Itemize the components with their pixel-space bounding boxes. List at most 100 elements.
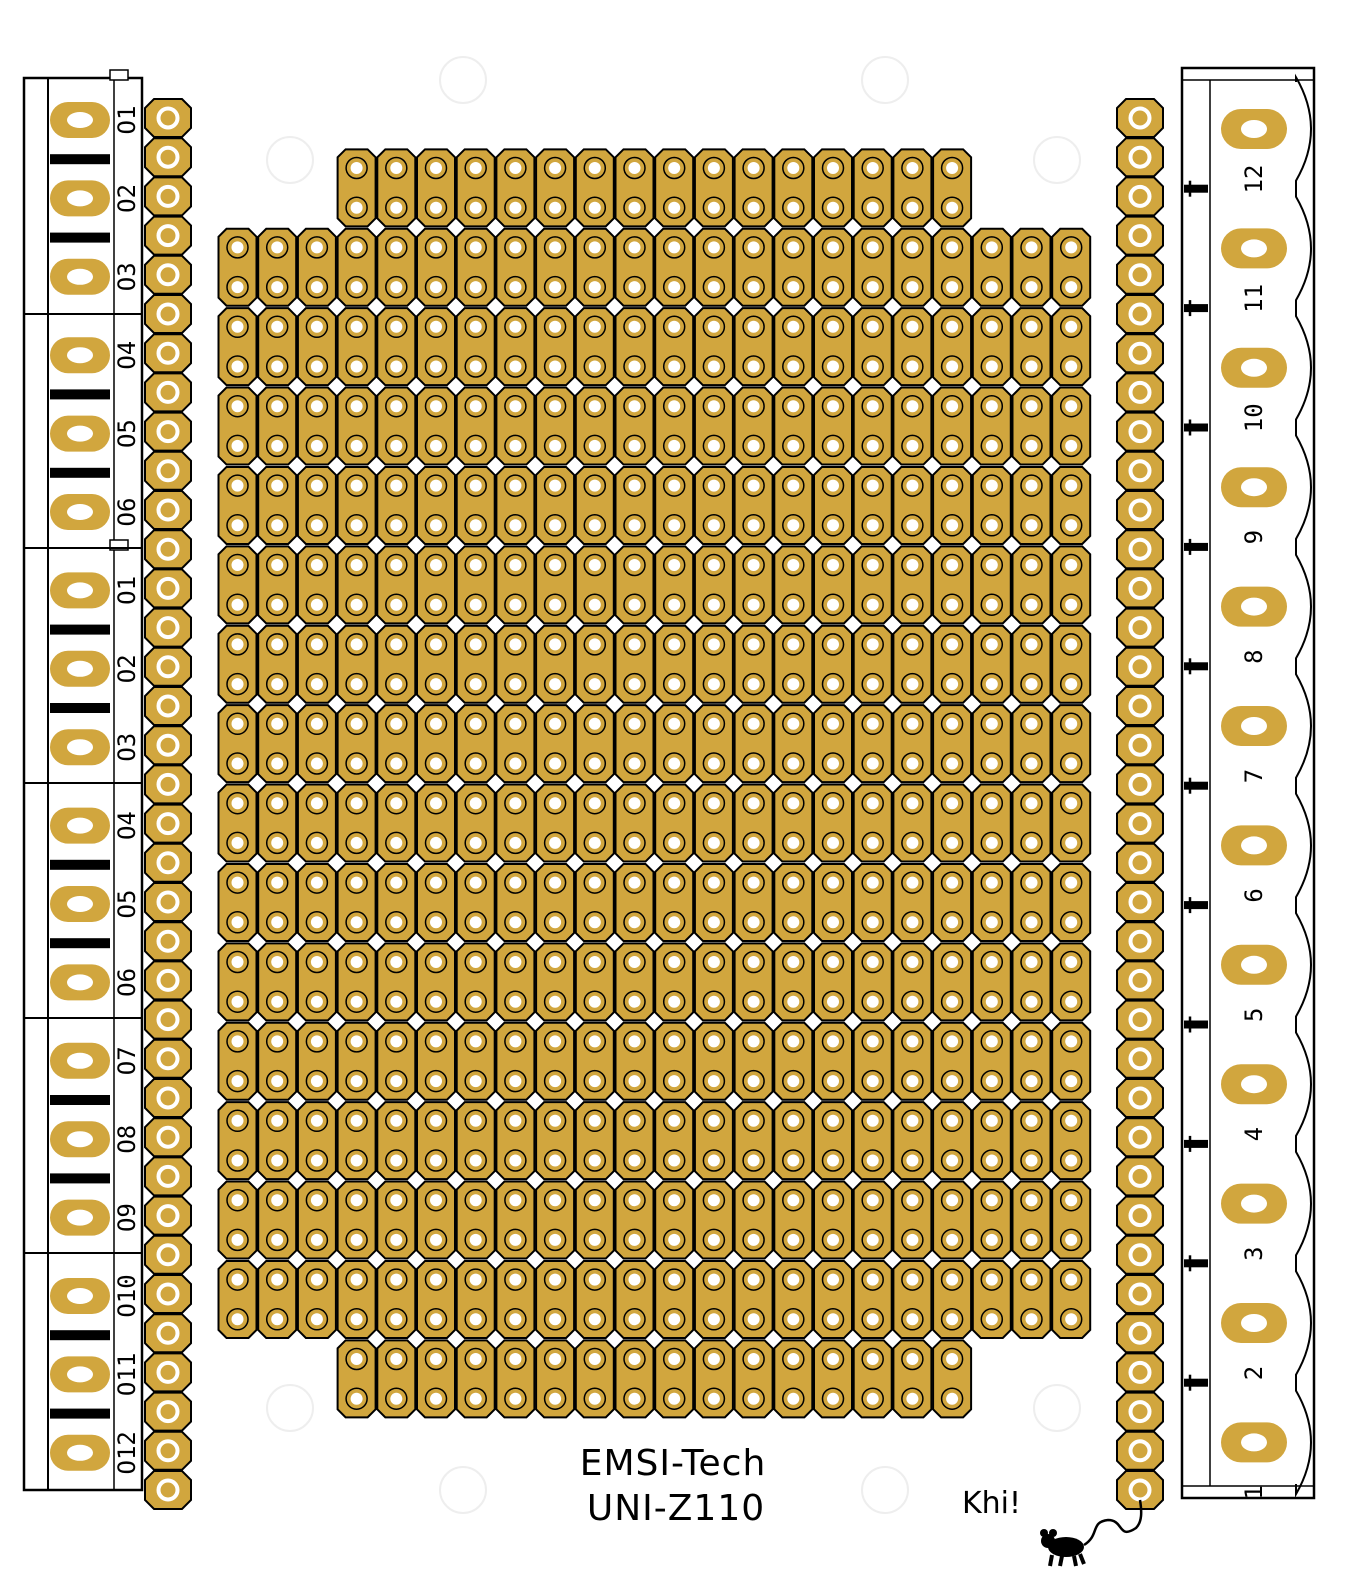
strip-pad — [852, 1180, 893, 1260]
header-pin — [1116, 294, 1164, 334]
strip-pad — [336, 545, 377, 625]
strip-pad — [614, 386, 655, 466]
strip-pad — [574, 307, 615, 387]
terminal-label: O1 — [113, 576, 141, 605]
header-pin — [144, 646, 192, 687]
strip-pad — [1011, 465, 1052, 545]
strip-pad — [614, 1339, 655, 1419]
mouse-icon — [1040, 1499, 1143, 1567]
connector-label: 6 — [1240, 888, 1268, 902]
connector-pad — [1221, 1422, 1287, 1463]
strip-pad — [217, 386, 258, 466]
mounting-hole — [1033, 136, 1081, 184]
strip-pad — [535, 624, 576, 704]
strip-pad — [813, 624, 853, 704]
strip-pad — [416, 386, 456, 466]
connector-pad — [1221, 467, 1287, 508]
strip-pad — [296, 624, 337, 704]
strip-pad — [654, 1259, 695, 1339]
strip-pad — [495, 862, 536, 942]
strip-pad — [971, 862, 1012, 942]
strip-pad — [336, 1339, 377, 1419]
connector-notch — [1184, 419, 1208, 436]
terminal-separator — [50, 859, 110, 870]
strip-pad — [813, 1180, 853, 1260]
strip-pad — [932, 1101, 973, 1181]
terminal-pad — [50, 1121, 110, 1158]
strip-pad — [495, 545, 536, 625]
strip-pad — [495, 624, 536, 704]
strip-pad — [852, 1259, 893, 1339]
header-pin — [1116, 999, 1164, 1040]
strip-pad — [1051, 307, 1092, 387]
strip-pad — [733, 1339, 774, 1419]
strip-pad — [813, 1259, 853, 1339]
connector-pad — [1221, 109, 1287, 149]
strip-pad — [296, 783, 337, 863]
connector-pad — [1221, 586, 1287, 627]
strip-pad — [1051, 1101, 1092, 1181]
strip-pad — [971, 1259, 1012, 1339]
header-pin — [1116, 1078, 1164, 1118]
strip-pad — [574, 1259, 615, 1339]
header-pin — [144, 372, 192, 413]
terminal-pad — [50, 729, 110, 766]
strip-pad — [574, 783, 615, 863]
header-pin — [1116, 137, 1164, 178]
strip-pad — [1051, 942, 1092, 1022]
strip-pad — [1051, 386, 1092, 466]
header-pin — [144, 490, 192, 530]
strip-pad — [535, 1101, 576, 1181]
strip-pad — [376, 307, 417, 387]
strip-pad — [892, 227, 933, 307]
strip-pad — [693, 1180, 734, 1260]
strip-pad — [654, 227, 695, 307]
strip-pad — [813, 227, 853, 307]
strip-pad — [693, 227, 734, 307]
strip-pad — [416, 1101, 456, 1181]
strip-pad — [932, 545, 973, 625]
header-pin — [1116, 842, 1164, 883]
strip-pad — [376, 545, 417, 625]
strip-pad — [733, 783, 774, 863]
terminal-label: O5 — [113, 890, 141, 919]
strip-pad — [455, 1339, 496, 1419]
connector-label: 1 — [1240, 1485, 1268, 1499]
strip-pad — [455, 465, 496, 545]
terminal-label: O3 — [113, 262, 141, 291]
header-pin — [144, 137, 192, 178]
header-pin — [144, 1038, 192, 1079]
strip-pad — [773, 465, 814, 545]
strip-pad — [1011, 1259, 1052, 1339]
strip-pad — [614, 1101, 655, 1181]
terminal-label: O9 — [113, 1203, 141, 1232]
strip-pad — [535, 1021, 576, 1101]
strip-pad — [296, 465, 337, 545]
strip-pad — [892, 862, 933, 942]
strip-pad — [455, 1101, 496, 1181]
strip-pad — [932, 704, 973, 784]
strip-pad — [535, 862, 576, 942]
strip-pad — [257, 1259, 298, 1339]
connector-notch — [1184, 1016, 1208, 1033]
header-pin — [1116, 764, 1164, 805]
strip-pad — [535, 227, 576, 307]
terminal-label: O4 — [113, 811, 141, 840]
connector-notch — [1184, 777, 1208, 794]
strip-pad — [217, 227, 258, 307]
strip-pad — [257, 783, 298, 863]
terminal-separator — [50, 1173, 110, 1184]
strip-pad — [733, 942, 774, 1022]
terminal-pad — [50, 807, 110, 844]
brand-label: EMSI-Tech — [580, 1443, 767, 1484]
header-pin — [144, 842, 192, 883]
strip-pad — [654, 386, 695, 466]
strip-pad — [1051, 862, 1092, 942]
header-pin — [1116, 176, 1164, 217]
strip-pad — [932, 307, 973, 387]
strip-pad — [296, 1259, 337, 1339]
strip-pad — [1051, 227, 1092, 307]
strip-pad — [257, 545, 298, 625]
